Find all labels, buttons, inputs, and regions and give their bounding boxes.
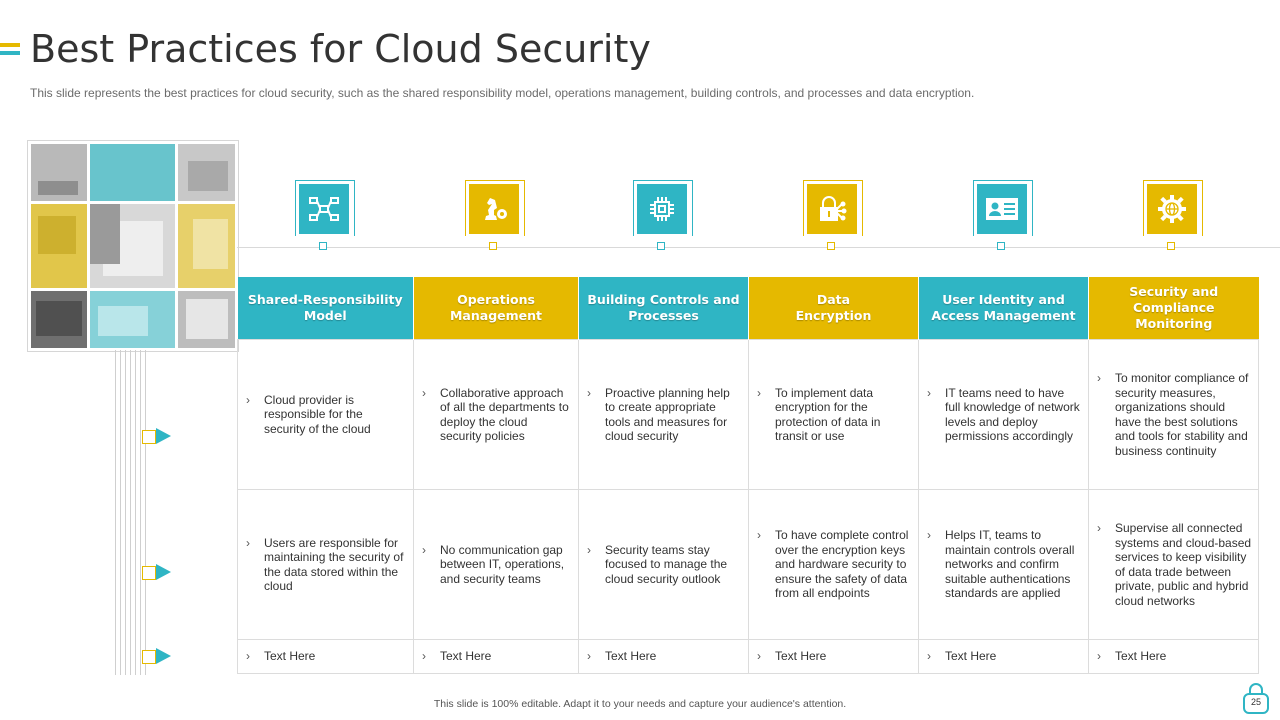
footer-note: This slide is 100% editable. Adapt it to… xyxy=(433,698,847,710)
lock-share-icon xyxy=(807,184,857,234)
id-card-icon-block xyxy=(973,180,1033,250)
icon-baseline xyxy=(237,247,1280,248)
page-title: Best Practices for Cloud Security xyxy=(30,27,651,71)
decorative-lines xyxy=(115,350,155,675)
chip-icon xyxy=(637,184,687,234)
table-row: ›Cloud provider is responsible for the s… xyxy=(237,339,1259,490)
table-cell: ›Text Here xyxy=(748,639,919,674)
lock-share-icon-block xyxy=(803,180,863,250)
table-cell: ›Text Here xyxy=(578,639,749,674)
photo-collage xyxy=(27,140,239,352)
table-cell: ›Text Here xyxy=(918,639,1089,674)
page-subtitle: This slide represents the best practices… xyxy=(30,86,975,100)
row-marker-3 xyxy=(142,648,178,666)
chip-icon-block xyxy=(633,180,693,250)
network-icon xyxy=(299,184,349,234)
table-cell: ›Text Here xyxy=(1088,639,1259,674)
title-accent-bars xyxy=(0,43,20,59)
table-cell: ›Collaborative approach of all the depar… xyxy=(413,339,579,490)
id-card-icon xyxy=(977,184,1027,234)
table-cell: ›No communication gap between IT, operat… xyxy=(413,489,579,640)
lock-icon xyxy=(1243,683,1269,714)
row-marker-2 xyxy=(142,564,178,582)
globe-gear-icon-block xyxy=(1143,180,1203,250)
table-cell: ›Cloud provider is responsible for the s… xyxy=(237,339,414,490)
page-number-badge: 25 xyxy=(1241,681,1271,715)
table-cell: ›To have complete control over the encry… xyxy=(748,489,919,640)
table-cell: ›Supervise all connected systems and clo… xyxy=(1088,489,1259,640)
network-icon-block xyxy=(295,180,355,250)
table-cell: ›Text Here xyxy=(237,639,414,674)
table-cell: ›To monitor compliance of security measu… xyxy=(1088,339,1259,490)
table-row: ›Text Here ›Text Here ›Text Here ›Text H… xyxy=(237,639,1259,674)
collage-image xyxy=(31,144,235,348)
page-number: 25 xyxy=(1250,697,1261,707)
table-cell: ›To implement data encryption for the pr… xyxy=(748,339,919,490)
table-row: ›Users are responsible for maintaining t… xyxy=(237,489,1259,640)
table-cell: ›Security teams stay focused to manage t… xyxy=(578,489,749,640)
chess-gear-icon-block xyxy=(465,180,525,250)
table-cell: ›Helps IT, teams to maintain controls ov… xyxy=(918,489,1089,640)
table-cell: ›Users are responsible for maintaining t… xyxy=(237,489,414,640)
table-cell: ›Text Here xyxy=(413,639,579,674)
globe-gear-icon xyxy=(1147,184,1197,234)
chess-gear-icon xyxy=(469,184,519,234)
row-marker-1 xyxy=(142,428,178,446)
table-cell: ›Proactive planning help to create appro… xyxy=(578,339,749,490)
table-cell: ›IT teams need to have full knowledge of… xyxy=(918,339,1089,490)
